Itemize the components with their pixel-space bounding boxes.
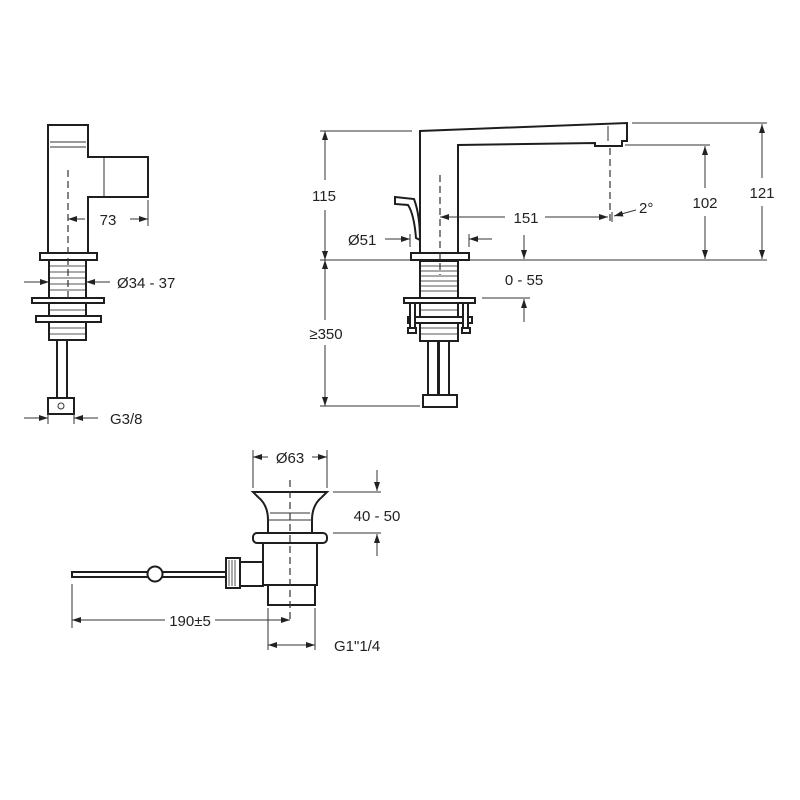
rod-connector — [239, 561, 264, 587]
fixing-washer — [31, 297, 105, 304]
supply-hose-2 — [438, 340, 450, 396]
mixer-body-side — [47, 124, 149, 254]
dim-total-height: 121 — [749, 185, 774, 202]
dim-body-height: 115 — [312, 188, 336, 205]
dim-thread-diameter: Ø34 - 37 — [117, 275, 175, 292]
dim-angle: 2° — [639, 200, 653, 217]
dim-below-deck: ≥350 — [309, 326, 342, 343]
lever-handle — [394, 195, 422, 242]
dim-waste-thread: G1"1/4 — [334, 638, 380, 655]
hose-nuts — [422, 394, 458, 408]
dim-flange-diameter: Ø63 — [276, 450, 304, 467]
rod-ball-joint — [146, 565, 164, 583]
dim-connection: G3/8 — [110, 411, 143, 428]
front-view: 115 ≥350 151 2° Ø51 0 - 55 102 121 — [309, 121, 775, 408]
dim-reach: 151 — [513, 210, 538, 227]
hose-nut — [47, 397, 75, 415]
side-view: 73 Ø34 - 37 G3/8 — [24, 124, 175, 428]
fixing-washer-front — [403, 297, 476, 304]
dim-waste-height: 40 - 50 — [354, 508, 401, 525]
dim-deck-thickness: 0 - 55 — [505, 272, 543, 289]
waste-view: Ø63 40 - 50 190±5 G1"1/4 — [71, 450, 401, 655]
fixing-nut-front — [407, 316, 473, 324]
knurled-nut — [225, 557, 241, 589]
supply-hose — [56, 339, 68, 399]
dim-base-diameter: Ø51 — [348, 232, 376, 249]
dim-outlet-height: 102 — [692, 195, 717, 212]
dim-spout-offset: 73 — [100, 212, 117, 229]
fixing-nut — [35, 315, 102, 323]
waste-tail — [267, 584, 316, 606]
supply-hose-1 — [427, 340, 439, 396]
dim-rod-length: 190±5 — [169, 613, 211, 630]
mixer-body-front — [419, 121, 628, 254]
